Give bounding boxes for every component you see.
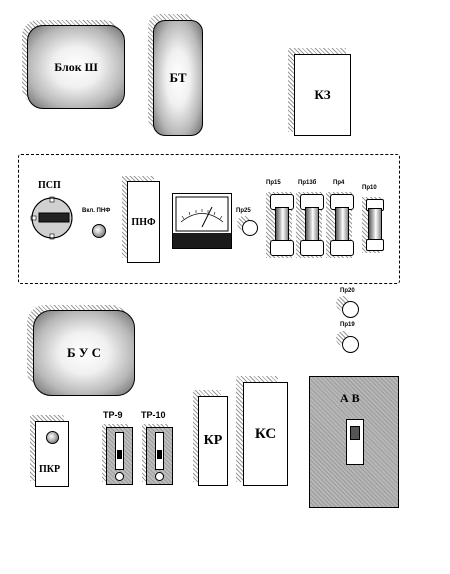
tr10-switch[interactable] xyxy=(146,427,173,485)
vkl-pnf-indicator[interactable] xyxy=(92,224,106,238)
kz-unit[interactable]: КЗ xyxy=(294,54,351,136)
pr10-label: Пр10 xyxy=(362,185,377,191)
pr13b-fuse[interactable] xyxy=(296,190,326,258)
pr4-label: Пр4 xyxy=(333,180,345,186)
av-toggle[interactable] xyxy=(346,419,364,465)
pr4-fuse[interactable] xyxy=(326,190,356,258)
pr15-fuse[interactable] xyxy=(266,190,296,258)
tr10-label: ТР-10 xyxy=(141,410,166,420)
pr20-label: Пр20 xyxy=(340,288,355,294)
bt-label: БТ xyxy=(169,70,187,85)
bt-unit[interactable]: БТ xyxy=(153,20,203,136)
pr15-label: Пр15 xyxy=(266,180,281,186)
kz-label: КЗ xyxy=(314,87,331,102)
blok-sh-label: Блок Ш xyxy=(54,59,98,74)
pkr-label: ПКР xyxy=(39,464,61,475)
blok-sh-unit[interactable]: Блок Ш xyxy=(27,25,125,109)
pnf-label: ПНФ xyxy=(131,216,156,228)
pkr-unit[interactable]: ПКР xyxy=(35,421,69,487)
pr19-label: Пр19 xyxy=(340,322,355,328)
tr10-screw-icon xyxy=(155,472,164,481)
ks-label: КС xyxy=(254,425,277,442)
pr20-fuse-holder[interactable] xyxy=(342,301,359,318)
tr9-switch[interactable] xyxy=(106,427,133,485)
pr25-fuse-holder[interactable] xyxy=(242,220,258,236)
pr13b-label: Пр13б xyxy=(298,180,317,186)
kr-unit[interactable]: КР xyxy=(198,396,228,486)
vkl-pnf-label: Вкл. ПНФ xyxy=(82,208,111,214)
pkr-button-icon[interactable] xyxy=(46,431,59,444)
ks-unit[interactable]: КС xyxy=(243,382,288,486)
bus-unit[interactable]: Б У С xyxy=(33,310,135,396)
pnf-unit[interactable]: ПНФ xyxy=(127,181,160,263)
pr25-label: Пр25 xyxy=(236,208,251,214)
psp-label: ПСП xyxy=(38,180,61,191)
pr19-fuse-holder[interactable] xyxy=(342,336,359,353)
pr10-fuse[interactable] xyxy=(362,195,386,253)
av-label: А В xyxy=(340,391,360,405)
tr9-label: ТР-9 xyxy=(103,410,123,420)
bus-label: Б У С xyxy=(66,345,102,360)
psp-knob[interactable] xyxy=(30,196,74,240)
voltmeter xyxy=(172,193,232,249)
kr-label: КР xyxy=(203,433,223,448)
av-unit[interactable]: А В xyxy=(309,376,399,508)
tr9-screw-icon xyxy=(115,472,124,481)
